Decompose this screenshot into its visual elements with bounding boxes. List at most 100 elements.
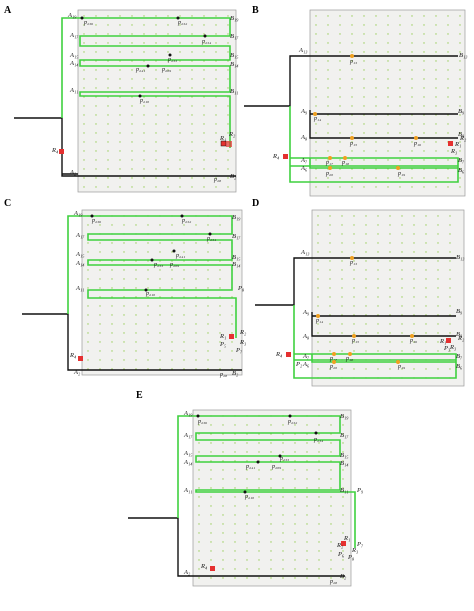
grid-dot <box>435 159 437 161</box>
grid-dot <box>411 24 413 26</box>
grid-dot <box>222 523 224 525</box>
label-b8: B₈ <box>456 331 462 338</box>
grid-dot <box>282 505 284 507</box>
grid-dot <box>318 514 320 516</box>
grid-dot <box>423 123 425 125</box>
grid-dot <box>167 78 169 80</box>
grid-dot <box>111 332 113 334</box>
grid-dot <box>143 24 145 26</box>
label-a8: A₈ <box>302 333 309 340</box>
grid-dot <box>131 114 133 116</box>
grid-dot <box>143 186 145 188</box>
grid-dot <box>342 478 344 480</box>
grid-dot <box>294 568 296 570</box>
grid-dot <box>207 242 209 244</box>
grid-dot <box>83 141 85 143</box>
grid-dot <box>377 260 379 262</box>
grid-dot <box>317 215 319 217</box>
grid-dot <box>99 341 101 343</box>
grid-dot <box>447 69 449 71</box>
label-b14: B₁₄ <box>230 61 239 68</box>
grid-dot <box>411 141 413 143</box>
grid-dot <box>377 242 379 244</box>
grid-dot <box>215 51 217 53</box>
label-b13: B₁₃ <box>456 254 465 261</box>
point-p234: p₂₃₄ <box>313 437 323 443</box>
grid-dot <box>107 69 109 71</box>
grid-dot <box>87 359 89 361</box>
grid-dot <box>401 287 403 289</box>
grid-dot <box>449 260 451 262</box>
grid-dot <box>447 96 449 98</box>
grid-dot <box>203 33 205 35</box>
point-marker <box>203 34 207 38</box>
grid-dot <box>222 505 224 507</box>
grid-dot <box>95 78 97 80</box>
grid-dot <box>330 451 332 453</box>
grid-dot <box>99 287 101 289</box>
grid-dot <box>294 487 296 489</box>
grid-dot <box>107 24 109 26</box>
label-a14: A₁₄ <box>75 260 85 267</box>
point-p209: p₂₀₉ <box>161 67 171 73</box>
grid-dot <box>179 186 181 188</box>
grid-dot <box>210 559 212 561</box>
grid-dot <box>167 24 169 26</box>
grid-dot <box>306 541 308 543</box>
grid-dot <box>179 33 181 35</box>
grid-dot <box>83 105 85 107</box>
grid-dot <box>399 105 401 107</box>
grid-dot <box>246 451 248 453</box>
grid-dot <box>155 114 157 116</box>
grid-dot <box>413 242 415 244</box>
grid-dot <box>351 33 353 35</box>
grid-dot <box>171 359 173 361</box>
grid-dot <box>99 332 101 334</box>
grid-dot <box>411 78 413 80</box>
grid-dot <box>375 60 377 62</box>
grid-dot <box>330 478 332 480</box>
grid-dot <box>447 177 449 179</box>
grid-dot <box>219 359 221 361</box>
grid-dot <box>377 224 379 226</box>
grid-dot <box>135 323 137 325</box>
grid-dot <box>459 51 461 53</box>
grid-dot <box>147 251 149 253</box>
grid-dot <box>389 323 391 325</box>
grid-dot <box>389 368 391 370</box>
grid-dot <box>222 550 224 552</box>
grid-dot <box>147 332 149 334</box>
grid-dot <box>198 523 200 525</box>
grid-dot <box>315 123 317 125</box>
grid-dot <box>363 123 365 125</box>
point-p28: p₂₈ <box>219 372 227 378</box>
grid-dot <box>377 368 379 370</box>
grid-dot <box>401 332 403 334</box>
grid-dot <box>375 186 377 188</box>
point-marker <box>332 360 336 364</box>
grid-dot <box>231 314 233 316</box>
grid-dot <box>399 33 401 35</box>
grid-dot <box>167 33 169 35</box>
grid-dot <box>315 69 317 71</box>
grid-dot <box>183 224 185 226</box>
grid-dot <box>159 305 161 307</box>
grid-dot <box>87 269 89 271</box>
grid-dot <box>315 132 317 134</box>
grid-dot <box>353 224 355 226</box>
grid-dot <box>83 15 85 17</box>
grid-dot <box>131 51 133 53</box>
marker-r3: R₃ <box>239 339 246 346</box>
grid-dot <box>377 251 379 253</box>
grid-dot <box>282 469 284 471</box>
grid-dot <box>258 478 260 480</box>
grid-dot <box>159 323 161 325</box>
grid-dot <box>203 114 205 116</box>
grid-dot <box>147 341 149 343</box>
grid-dot <box>87 332 89 334</box>
label-b17: B₁₇ <box>232 233 241 240</box>
grid-dot <box>435 42 437 44</box>
grid-dot <box>179 177 181 179</box>
point-p13: p₁₃ <box>349 59 357 65</box>
grid-dot <box>411 159 413 161</box>
